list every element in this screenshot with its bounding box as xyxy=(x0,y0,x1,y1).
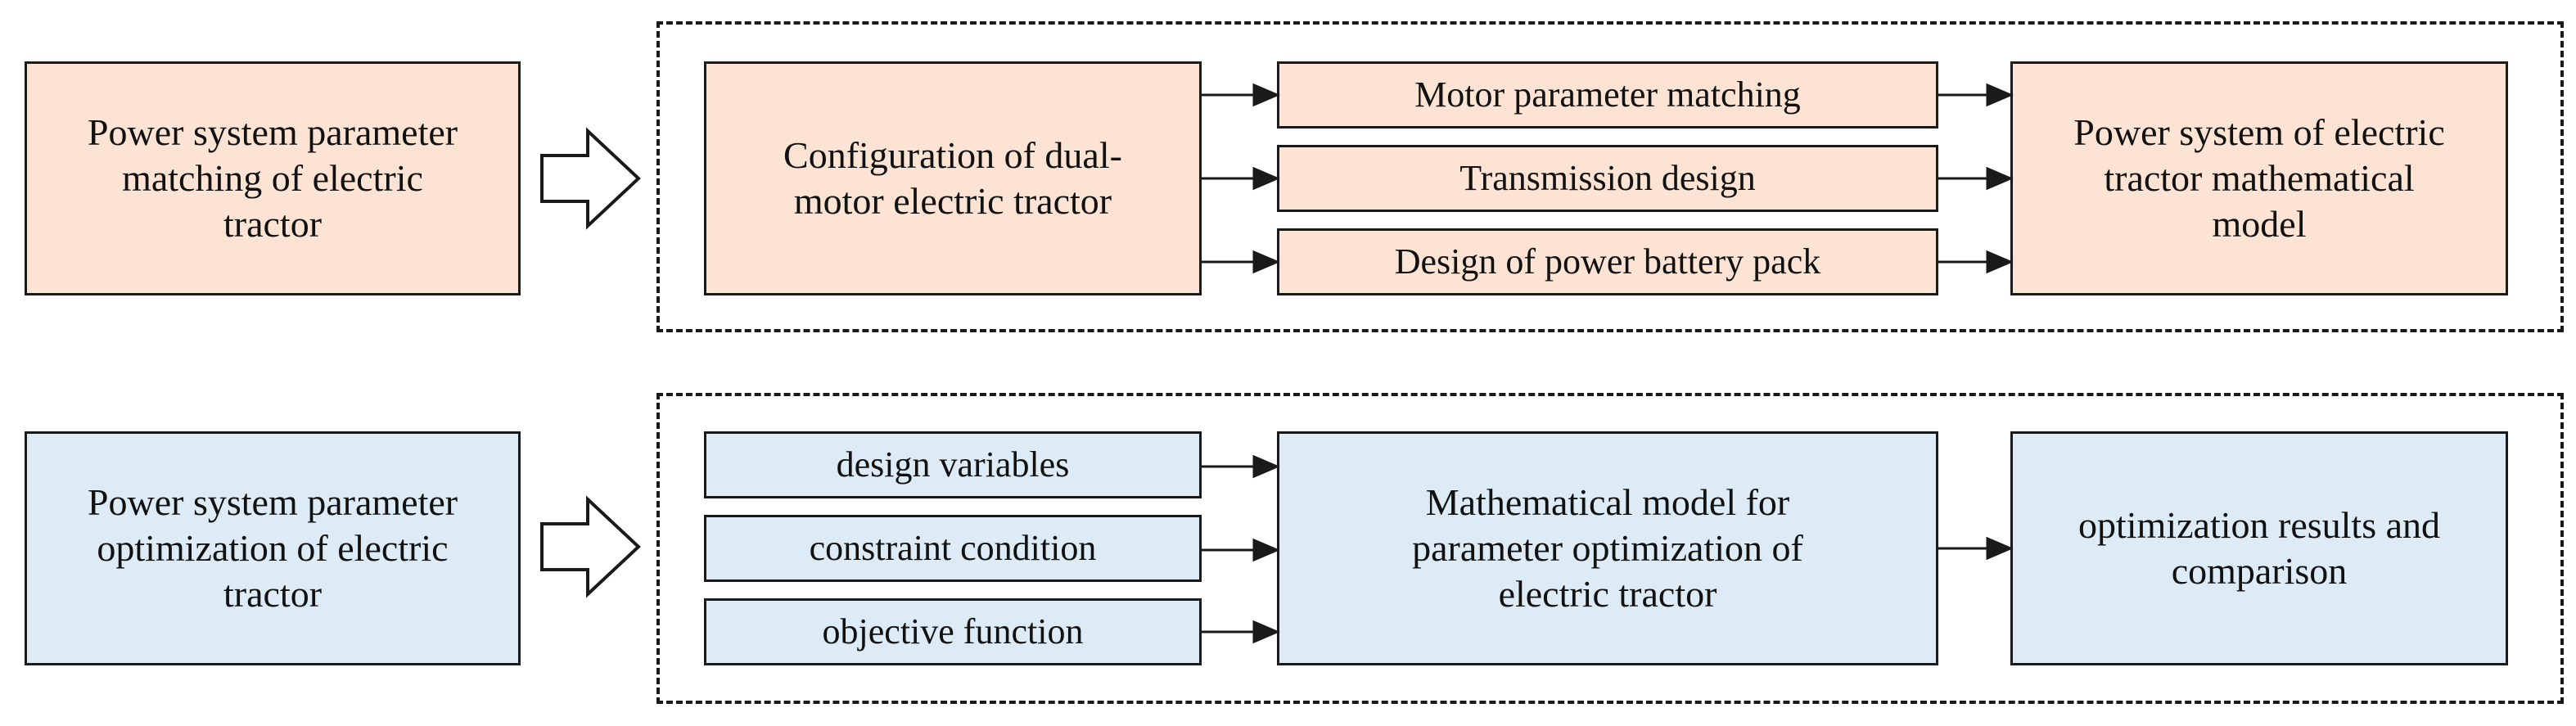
objective-function-box: objective function xyxy=(704,598,1202,665)
top-group-frame xyxy=(656,21,2564,332)
power-system-optimization-box: Power system parameter optimization of e… xyxy=(25,431,521,665)
dual-motor-configuration-box: Configuration of dual- motor electric tr… xyxy=(704,61,1202,295)
optimization-model-box: Mathematical model for parameter optimiz… xyxy=(1277,431,1938,665)
bottom-block-arrow xyxy=(540,495,641,598)
battery-pack-design-box: Design of power battery pack xyxy=(1277,228,1938,295)
design-variables-box: design variables xyxy=(704,431,1202,498)
optimization-results-box: optimization results and comparison xyxy=(2010,431,2508,665)
power-system-matching-box: Power system parameter matching of elect… xyxy=(25,61,521,295)
motor-parameter-matching-box: Motor parameter matching xyxy=(1277,61,1938,129)
transmission-design-box: Transmission design xyxy=(1277,145,1938,212)
constraint-condition-box: constraint condition xyxy=(704,515,1202,582)
mathematical-model-result-box: Power system of electric tractor mathema… xyxy=(2010,61,2508,295)
top-block-arrow xyxy=(540,127,641,230)
bottom-group-frame xyxy=(656,393,2564,704)
